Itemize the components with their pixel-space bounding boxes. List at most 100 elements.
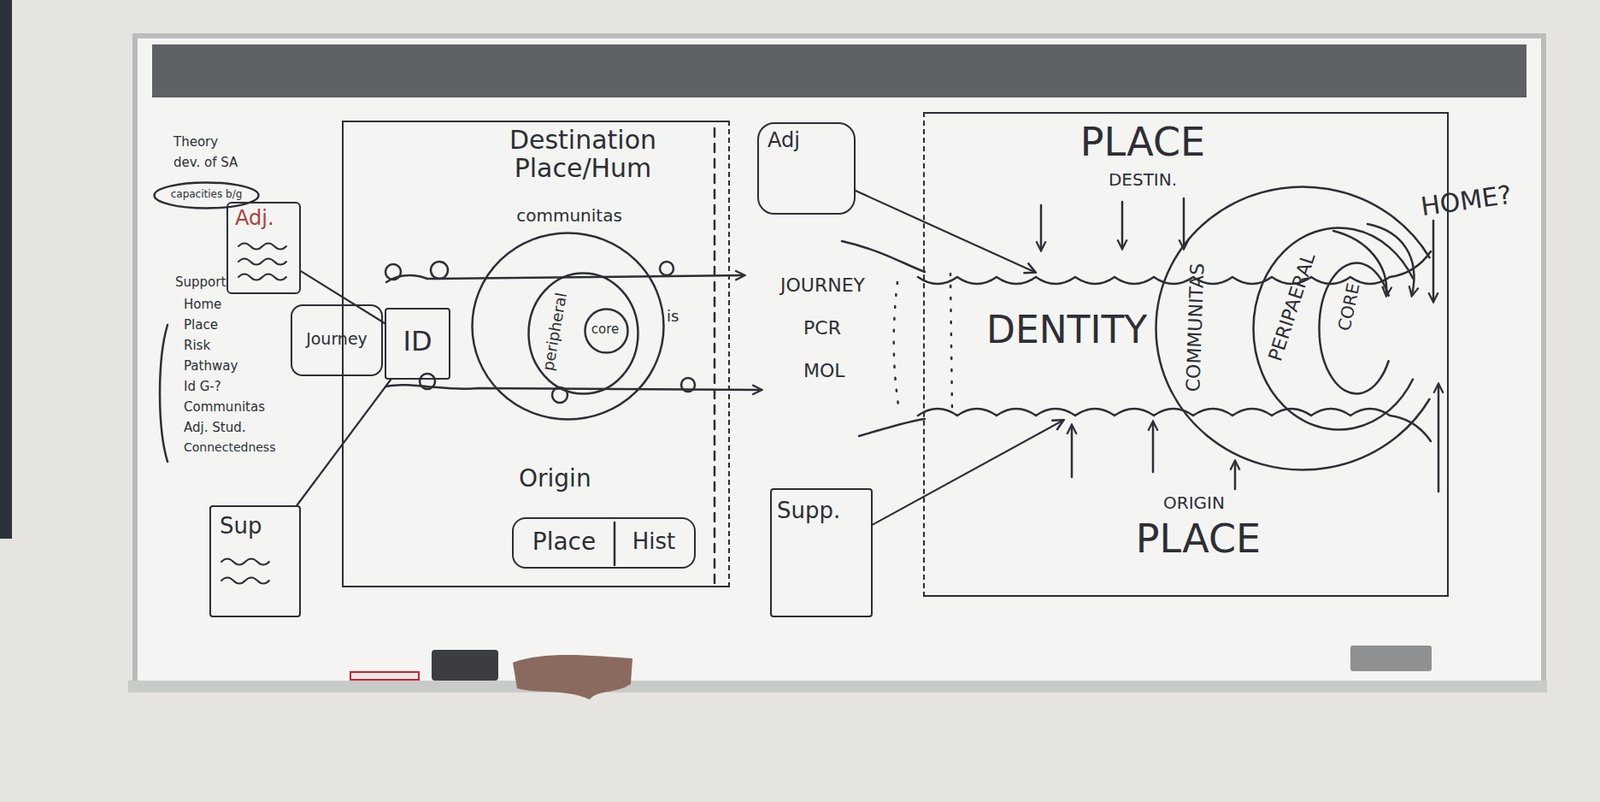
node-text: Place (517, 529, 612, 556)
node-outline (527, 271, 640, 395)
node-text: ID (388, 326, 448, 357)
note-text: Risk (183, 338, 211, 353)
flow-loop (659, 261, 674, 276)
cloth (512, 654, 633, 700)
down-arrow (1182, 198, 1186, 248)
eraser (1350, 645, 1432, 671)
down-arrow (1040, 205, 1043, 250)
note-text: PCR (803, 317, 842, 339)
eraser (431, 649, 499, 681)
support-box: Supp. (770, 488, 873, 618)
place-history-box: PlaceHist (511, 517, 696, 569)
node-text: capacities b/g (152, 188, 260, 200)
open-circle-outline (1156, 187, 1430, 471)
flow-loop (681, 377, 695, 392)
connector-line (296, 379, 391, 506)
note-text: Place (183, 317, 218, 333)
squiggle (221, 558, 270, 565)
dotted-boundary (894, 282, 900, 411)
node-text: PERIPAERAL (1259, 235, 1325, 380)
funnel-edge (841, 241, 925, 272)
node-text: Supp. (776, 498, 863, 524)
dotted-boundary (950, 273, 953, 411)
flow-loop (419, 373, 436, 389)
node-text: Adj (767, 129, 845, 152)
note-text: JOURNEY (780, 275, 865, 296)
whiteboard (135, 35, 1544, 688)
up-arrow (1234, 461, 1237, 489)
frame-heading: DESTIN. (1065, 170, 1220, 189)
note-text: Theory (173, 135, 218, 150)
circle-outline (472, 233, 665, 420)
note-text: Pathway (183, 358, 238, 374)
band-edge (917, 251, 1431, 284)
home-arrow (1432, 220, 1436, 301)
place-frame: PLACEDESTIN.ORIGINPLACEDENTITYCOMMUNITAS… (923, 111, 1449, 597)
funnel-edge (858, 418, 925, 436)
node-text: Adj. (235, 206, 295, 230)
communitas-circle: COMMUNITAS PERIPAERALCORE (1154, 185, 1451, 471)
node-text: peripheral (539, 288, 571, 376)
frame-heading: ORIGIN (1129, 493, 1259, 512)
identity-box: ID (384, 307, 451, 380)
note-text: MOL (803, 360, 846, 382)
note-text: Home (183, 297, 222, 312)
circle-outline (529, 273, 639, 395)
up-arrow (1437, 384, 1441, 492)
squiggle (238, 274, 287, 281)
node-text: Journey (294, 329, 380, 348)
note-text: Id G-? (183, 379, 222, 395)
open-circle-outline (1319, 263, 1389, 395)
band-edge (917, 408, 1431, 442)
door-edge (0, 0, 12, 539)
peripheral-circle: peripheral core (527, 271, 640, 395)
note-bracket (159, 324, 168, 462)
squiggle (238, 243, 287, 250)
node-text: Sup (219, 513, 289, 539)
note-text: dev. of SA (173, 155, 238, 171)
connector-line (872, 420, 1063, 525)
node-text: communitas (492, 205, 647, 225)
node-text: DENTITY (986, 309, 1260, 351)
flow-loop (430, 261, 448, 279)
top-rail (152, 44, 1527, 98)
connector-line (300, 270, 385, 324)
note-text: is (666, 307, 679, 325)
core-circle: CORE (1317, 261, 1395, 395)
note-text: Connectedness (183, 441, 276, 454)
node-text: COMMUNITAS (1182, 250, 1209, 406)
marker-tray (128, 680, 1548, 693)
node-text: core (583, 322, 627, 337)
flow-line (386, 384, 761, 390)
flow-loop (385, 264, 401, 280)
divider-line (613, 522, 617, 565)
core-circle: core (583, 307, 630, 354)
dashed-divider (713, 128, 717, 586)
frame-heading: Origin (518, 465, 639, 493)
node-text: Hist (616, 529, 692, 554)
support-box: Sup (209, 505, 301, 618)
peripheral-circle: PERIPAERALCORE (1252, 226, 1426, 431)
journey-box: Journey (290, 304, 383, 377)
note-oval: capacities b/g (152, 181, 260, 210)
frame-heading: Destination Place/Hum (471, 125, 695, 183)
sketch-lines (159, 128, 1439, 586)
adjustment-box: Adj (757, 122, 856, 215)
communitas-circle: communitasperipheralcore (470, 231, 665, 421)
frame-heading: PLACE (1044, 120, 1242, 165)
note-text: Support (175, 275, 226, 290)
connector-line (855, 190, 1035, 272)
down-arrow (1121, 201, 1124, 248)
marker-pen (350, 671, 419, 680)
up-arrow (1070, 425, 1074, 477)
destination-origin-frame: Destination Place/HumOrigin ID communitas p… (341, 120, 730, 588)
up-arrow (1152, 422, 1155, 472)
open-circle-outline (1253, 228, 1414, 430)
squiggle (238, 258, 287, 265)
note-text: Adj. Stud. (183, 420, 246, 436)
note-text: HOME? (1418, 180, 1513, 222)
note-text: Communitas (183, 400, 265, 415)
adjustment-box: Adj. (226, 201, 301, 295)
